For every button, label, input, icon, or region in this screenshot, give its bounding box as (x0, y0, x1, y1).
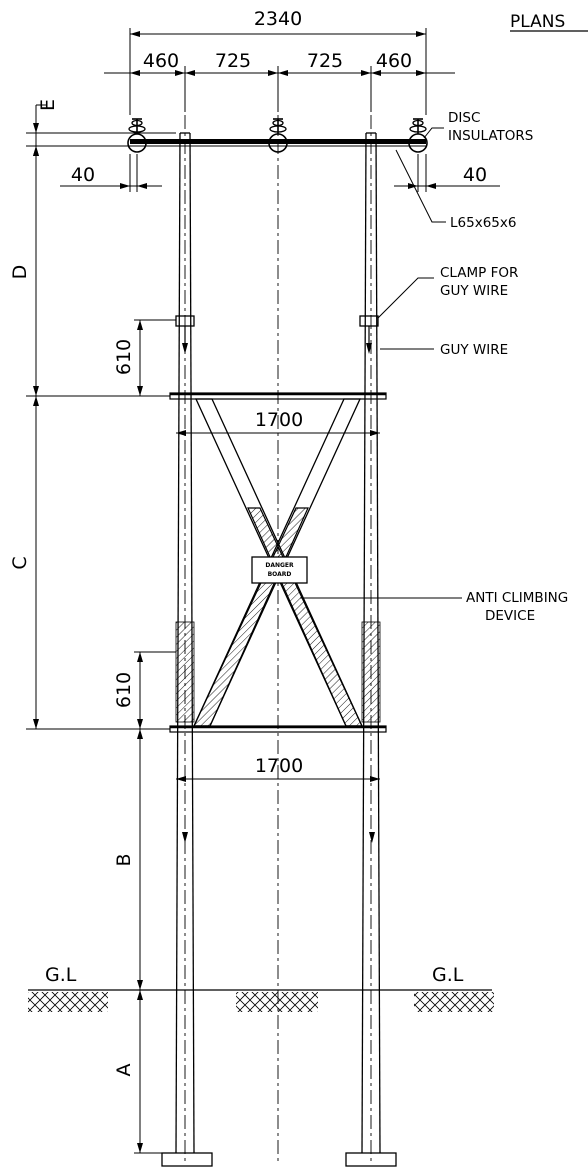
ground-level-left-label: G.L (45, 964, 77, 986)
anti-climbing-line2: DEVICE (485, 608, 535, 624)
dim-outer-left: 460 (143, 50, 179, 72)
dim-outer-right: 460 (376, 50, 412, 72)
dim-inner-left: 725 (215, 50, 251, 72)
insulator-centre (268, 118, 288, 153)
vertical-dimensions (26, 104, 176, 1154)
bracing-width-dimensions (176, 430, 380, 782)
cross-arm (130, 139, 426, 147)
anti-climbing-line1: ANTI CLIMBING (466, 590, 568, 606)
clamp-label-line1: CLAMP FOR (440, 265, 518, 281)
angle-section-label: L65x65x6 (450, 215, 516, 231)
insulator-right (408, 118, 428, 153)
dim-offset-left: 40 (71, 164, 95, 186)
dim-lower-hatch-height: 610 (113, 672, 135, 708)
dim-section-d: D (9, 265, 31, 280)
dim-inner-right: 725 (307, 50, 343, 72)
disc-insulators-line1: DISC (448, 110, 480, 126)
danger-board: DANGER BOARD (251, 556, 308, 584)
guy-wire-clamps (175, 315, 379, 843)
dim-lower-bracing-width: 1700 (255, 755, 303, 777)
clamp-label-line2: GUY WIRE (440, 283, 508, 299)
insulator-left (127, 118, 147, 153)
disc-insulators (127, 118, 428, 153)
danger-board-line1: DANGER (265, 562, 294, 569)
dim-section-a: A (113, 1064, 135, 1077)
dim-upper-bracing-width: 1700 (255, 409, 303, 431)
dim-section-b: B (113, 853, 135, 866)
guy-wire-label: GUY WIRE (440, 342, 508, 358)
dim-overall-width: 2340 (254, 8, 302, 30)
dim-section-c: C (9, 556, 31, 569)
danger-board-line2: BOARD (268, 571, 292, 578)
ground-level-right-label: G.L (432, 964, 464, 986)
dim-offset-right: 40 (463, 164, 487, 186)
ground-level: G.L G.L (28, 964, 494, 1012)
callout-leaders (300, 127, 462, 599)
plans-title: PLANS (510, 12, 565, 32)
dim-upper-clamp-drop: 610 (113, 339, 135, 375)
disc-insulators-line2: INSULATORS (448, 128, 533, 144)
dim-section-e: E (37, 99, 59, 111)
offset-dimensions (60, 154, 500, 192)
top-dimensions (104, 28, 455, 115)
